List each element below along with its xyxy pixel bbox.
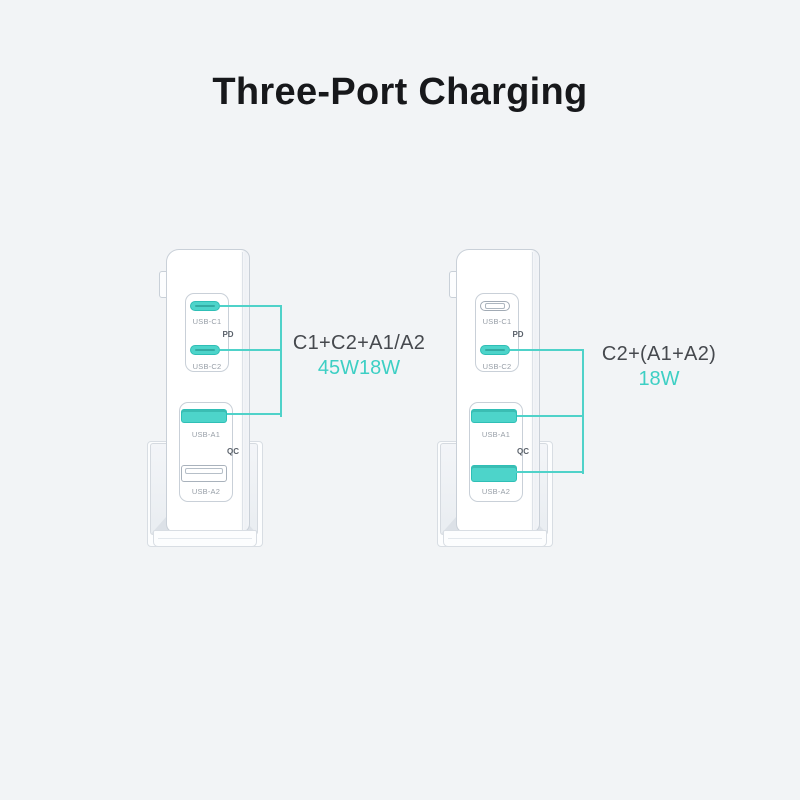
- usb-a1-label: USB-A1: [191, 430, 221, 439]
- usb-a2-label: USB-A2: [481, 487, 511, 496]
- callout-line-vertical: [280, 305, 282, 417]
- usb-c2-port: [190, 345, 220, 355]
- charger-stand-base: [443, 530, 547, 547]
- charging-combo-annotation: C1+C2+A1/A2 45W18W: [290, 332, 428, 380]
- usb-c1-label: USB-C1: [482, 317, 512, 326]
- usb-c-port-panel: [185, 293, 229, 372]
- power-label: 18W: [638, 368, 680, 390]
- qc-badge: QC: [227, 447, 239, 456]
- usb-a2-label: USB-A2: [191, 487, 221, 496]
- callout-line-c2: [510, 349, 584, 351]
- callout-line-a1: [227, 413, 282, 415]
- pd-badge: PD: [222, 330, 234, 339]
- combo-label: C2+(A1+A2): [601, 343, 717, 365]
- usb-c2-label: USB-C2: [192, 362, 222, 371]
- callout-line-a1: [517, 415, 584, 417]
- callout-line-c1: [220, 305, 281, 307]
- callout-line-c2: [220, 349, 281, 351]
- power-label: 45W18W: [317, 357, 401, 379]
- page-title: Three-Port Charging: [212, 71, 588, 114]
- pd-badge: PD: [512, 330, 524, 339]
- charger-body: [166, 249, 250, 533]
- callout-line-vertical: [582, 349, 584, 474]
- charger-body: [456, 249, 540, 533]
- usb-c2-label: USB-C2: [482, 362, 512, 371]
- qc-badge: QC: [517, 447, 529, 456]
- usb-a2-port: [181, 465, 227, 482]
- usb-c-port-panel: [475, 293, 519, 372]
- usb-a-port-panel: [179, 402, 233, 502]
- usb-a-port-panel: [469, 402, 523, 502]
- charging-scenario-right: USB-C1 PD USB-C2 USB-A1 QC USB-A2 C2+(A1…: [437, 0, 737, 800]
- usb-a1-port: [181, 409, 227, 423]
- charger-stand-base: [153, 530, 257, 547]
- usb-a1-port: [471, 409, 517, 423]
- combo-label: C1+C2+A1/A2: [292, 332, 426, 354]
- usb-c1-port: [190, 301, 220, 311]
- usb-c1-port: [480, 301, 510, 311]
- usb-c1-label: USB-C1: [192, 317, 222, 326]
- usb-a2-port: [471, 465, 517, 482]
- usb-c2-port: [480, 345, 510, 355]
- usb-a1-label: USB-A1: [481, 430, 511, 439]
- callout-line-a2: [516, 471, 584, 473]
- charging-combo-annotation: C2+(A1+A2) 18W: [593, 343, 725, 391]
- charging-scenario-left: USB-C1 PD USB-C2 USB-A1 QC USB-A2 C1+C2+…: [147, 0, 447, 800]
